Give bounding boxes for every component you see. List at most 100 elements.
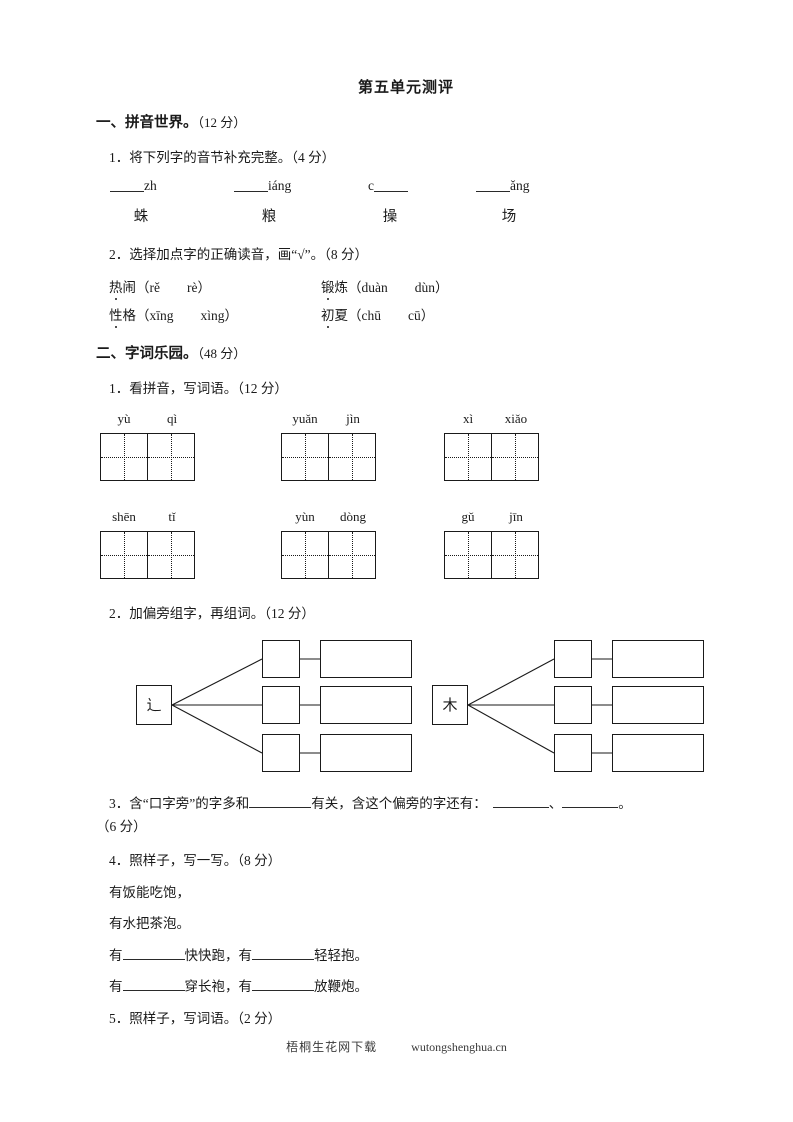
dotted-char-chu: 初 [321,304,335,328]
tree-word-box[interactable] [320,685,412,724]
syllable-blank-3[interactable] [374,191,408,193]
section-one-label: 一、拼音世界。 [96,115,198,131]
tree-char-box[interactable] [262,639,300,678]
tree-char-box[interactable] [262,733,300,772]
tianzige-xixiao[interactable] [444,433,540,482]
tianzige-cell[interactable] [281,531,329,580]
q2-4-sample-line-2: 有水把茶泡。 [109,916,190,932]
section-two-points: （48 分） [197,345,247,361]
pinyin-qi: qì [166,411,178,427]
syllable-item-3[interactable]: c 操 [368,178,412,226]
tianzige-cell[interactable] [281,433,329,482]
choice-options-3[interactable]: （xīng xìng） [136,307,239,323]
syllable-char-2: 粮 [261,209,277,226]
pinyin-jin: jīn [509,509,523,525]
q2-3-text-a: 3．含“口字旁”的字多和 [109,795,250,811]
tianzige-gujin[interactable] [444,531,540,580]
pinyin-shen: shēn [112,509,136,525]
tree-word-box[interactable] [320,733,412,772]
q2-4-blank-3[interactable] [122,990,185,992]
q2-4-blank-2[interactable] [252,958,314,960]
q2-4-sample-line-1: 有饭能吃饱， [109,884,190,900]
footer-site-cn: 梧桐生花网下载 [286,1040,378,1054]
tianzige-cell[interactable] [147,531,195,580]
q1-2-row-1: 热闹（rě rè） 锻炼（duàn dùn） [96,276,716,304]
tianzige-cell[interactable] [100,433,148,482]
tree-char-box[interactable] [554,639,592,678]
q2-3-blank-2[interactable] [492,806,549,808]
q2-3-text-b: 有关，含这个偏旁的字还有： [311,795,487,811]
pinyin-dong: dòng [340,509,366,525]
q2-3-blank-3[interactable] [562,806,619,808]
tianzige-yuanjin[interactable] [281,433,377,482]
q1-1-prompt: 1．将下列字的音节补充完整。（4 分） [109,149,336,165]
radical-tree-chuo: 辶 [114,635,414,775]
q1-1-syllable-row: zh 蛛 iáng 粮 c 操 ǎng 场 [96,178,716,230]
tree-char-box[interactable] [262,685,300,724]
radical-root-mu: 木 [432,684,468,725]
fill-2-text-c: 放鞭炮。 [314,979,368,995]
q2-2-tree-area: 辶 木 [96,635,716,775]
choice-item-chuxia[interactable]: 初夏（chū cū） [321,304,435,328]
grid-pinyin-gujin: gǔ jīn [444,507,540,527]
choice-rest-1: 闹 [122,279,137,295]
pinyin-gu: gǔ [461,509,475,525]
pinyin-xiao: xiǎo [504,411,528,427]
tianzige-cell[interactable] [147,433,195,482]
tianzige-cell[interactable] [100,531,148,580]
page-title: 第五单元测评 [357,80,454,96]
tree-char-box[interactable] [554,685,592,724]
choice-item-xingge[interactable]: 性格（xīng xìng） [109,304,239,328]
pinyin-ti: tǐ [168,509,176,525]
tianzige-cell[interactable] [444,433,492,482]
pinyin-jin: jìn [346,411,360,427]
tree-char-box[interactable] [554,733,592,772]
tianzige-yuqi[interactable] [100,433,196,482]
section-heading-two: 二、字词乐园。（48 分） [96,344,716,366]
q2-4-prompt: 4．照样子，写一写。（8 分） [109,853,282,869]
choice-rest-4: 夏 [334,307,349,323]
tianzige-cell[interactable] [444,531,492,580]
syllable-char-4: 场 [501,209,517,226]
q2-4-fill-line-1: 有快快跑，有轻轻抱。 [96,945,716,967]
choice-item-duanlian[interactable]: 锻炼（duàn dùn） [321,276,449,300]
syllable-item-1[interactable]: zh 蛛 [110,178,172,226]
choice-item-reanao[interactable]: 热闹（rě rè） [109,276,211,300]
q2-4-blank-4[interactable] [252,990,314,992]
tianzige-shenti[interactable] [100,531,196,580]
syllable-pinyin-1: zh [144,178,157,194]
tianzige-cell[interactable] [328,531,376,580]
syllable-char-3: 操 [382,209,398,226]
tianzige-cell[interactable] [328,433,376,482]
syllable-blank-4[interactable] [476,191,510,193]
q1-2-prompt: 2．选择加点字的正确读音，画“√”。（8 分） [109,247,369,263]
choice-options-1[interactable]: （rě rè） [136,279,211,295]
syllable-blank-1[interactable] [110,191,144,193]
tree-word-box[interactable] [320,639,412,678]
radical-root-chuo: 辶 [136,684,172,725]
tree-word-box[interactable] [612,639,704,678]
choice-options-2[interactable]: （duàn dùn） [348,279,449,295]
syllable-item-4[interactable]: ǎng 场 [476,178,542,226]
tianzige-yundong[interactable] [281,531,377,580]
choice-options-4[interactable]: （chū cū） [348,307,435,323]
q2-3-text-d: 。 [618,795,632,811]
tree-word-box[interactable] [612,685,704,724]
section-heading-one: 一、拼音世界。（12 分） [96,113,716,135]
q2-3-blank-1[interactable] [249,806,312,808]
syllable-blank-2[interactable] [234,191,268,193]
tianzige-cell[interactable] [491,531,539,580]
tree-word-box[interactable] [612,733,704,772]
syllable-item-2[interactable]: iáng 粮 [234,178,304,226]
radical-tree-mu: 木 [426,635,726,775]
q2-2-prompt: 2．加偏旁组字，再组词。（12 分） [109,606,315,622]
tianzige-cell[interactable] [491,433,539,482]
section-two-label: 二、字词乐园。 [96,345,198,362]
q2-4-blank-1[interactable] [122,958,185,960]
